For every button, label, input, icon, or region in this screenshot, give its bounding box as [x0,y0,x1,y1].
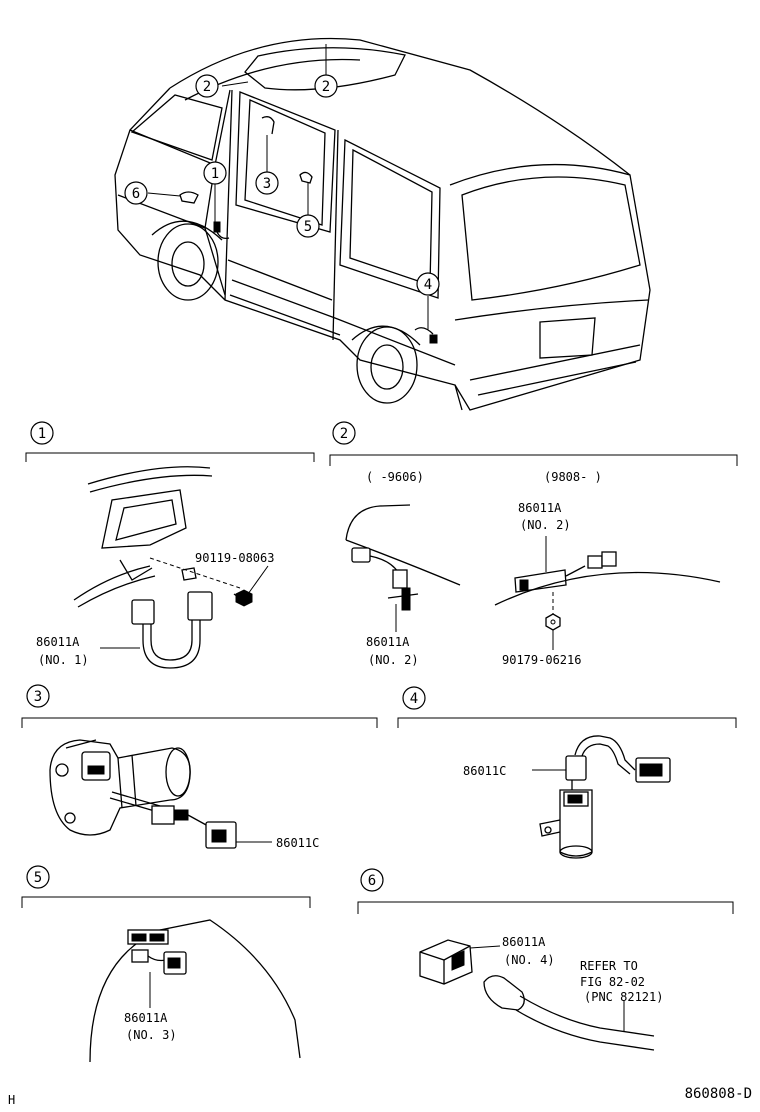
range-right: (9808- ) [544,470,602,484]
sensor-no1 [131,591,213,669]
sensor-no4 [419,939,655,1051]
section-3-callout: 3 [26,684,50,708]
part-86011A-no3-sub: (NO. 3) [126,1028,177,1042]
svg-text:6: 6 [368,873,376,889]
section-5-callout: 5 [26,865,50,889]
svg-text:6: 6 [132,186,140,202]
section-2-callout: 2 [332,421,356,445]
part-86011A-no4: 86011A [502,935,546,949]
section-4-bracket [397,717,737,728]
part-86011A-no2-right: 86011A [518,501,562,515]
part-90119-08063: 90119-08063 [195,551,274,565]
range-left: ( -9606) [366,470,424,484]
footer-mark: H [8,1093,15,1107]
svg-text:2: 2 [203,79,211,95]
van-callout-3: 3 [255,171,279,195]
section-4: 4 86011C [397,686,737,859]
section-2-bracket [329,454,738,466]
section-6-callout: 6 [360,868,384,892]
section-1-callout: 1 [30,421,54,445]
svg-text:3: 3 [263,176,271,192]
svg-text:4: 4 [424,277,432,293]
motor-assembly [49,739,191,836]
van-callout-4: 4 [416,272,440,296]
section-1-bracket [25,452,315,462]
svg-text:5: 5 [34,870,42,886]
part-86011A-no1-sub: (NO. 1) [38,653,89,667]
section-6: 6 86011A (NO. 4) REFER TO FIG 82-02 (PNC… [357,868,734,1051]
sensor-no2-right [514,551,617,593]
svg-text:2: 2 [340,426,348,442]
section-2: 2 ( -9606) (9808- ) 86011A (NO. 2) [329,421,738,667]
section-5: 5 86011A (NO. 3) [21,865,311,1063]
svg-text:1: 1 [38,426,46,442]
section-5-bracket [21,896,311,908]
harness-86011c-left [109,791,237,849]
van-callout-1: 1 [203,161,227,185]
svg-text:1: 1 [211,166,219,182]
sensor-no3 [127,929,187,975]
part-90179-06216: 90179-06216 [502,653,581,667]
section-3: 3 86011C [21,684,378,850]
van-callout-5: 5 [296,214,320,238]
section-6-bracket [357,901,734,914]
part-86011A-no4-sub: (NO. 4) [504,953,555,967]
part-86011A-no2-right-sub: (NO. 2) [520,518,571,532]
refer-line-3: (PNC 82121) [584,990,663,1004]
svg-text:3: 3 [34,689,42,705]
van-callout-2b: 2 [314,74,338,98]
sensor-no2-left [351,547,419,611]
van-callout-6: 6 [124,181,148,205]
svg-text:5: 5 [304,219,312,235]
nut-icon [545,613,561,631]
part-86011A-no2-left: 86011A [366,635,410,649]
part-86011A-no1: 86011A [36,635,80,649]
svg-text:2: 2 [322,79,330,95]
part-86011A-no3: 86011A [124,1011,168,1025]
section-1: 1 90119-08063 86011A (NO. 1) [25,421,315,669]
section-4-callout: 4 [402,686,426,710]
part-86011C-left: 86011C [276,836,319,850]
part-86011C-right: 86011C [463,764,506,778]
van-callout-2a: 2 [195,74,219,98]
sensor-86011c-right [539,735,671,859]
refer-line-2: FIG 82-02 [580,975,645,989]
part-86011A-no2-left-sub: (NO. 2) [368,653,419,667]
svg-text:4: 4 [410,691,418,707]
refer-line-1: REFER TO [580,959,638,973]
section-3-bracket [21,717,378,728]
figure-code: 860808-D [685,1086,752,1102]
van-illustration [114,37,651,411]
